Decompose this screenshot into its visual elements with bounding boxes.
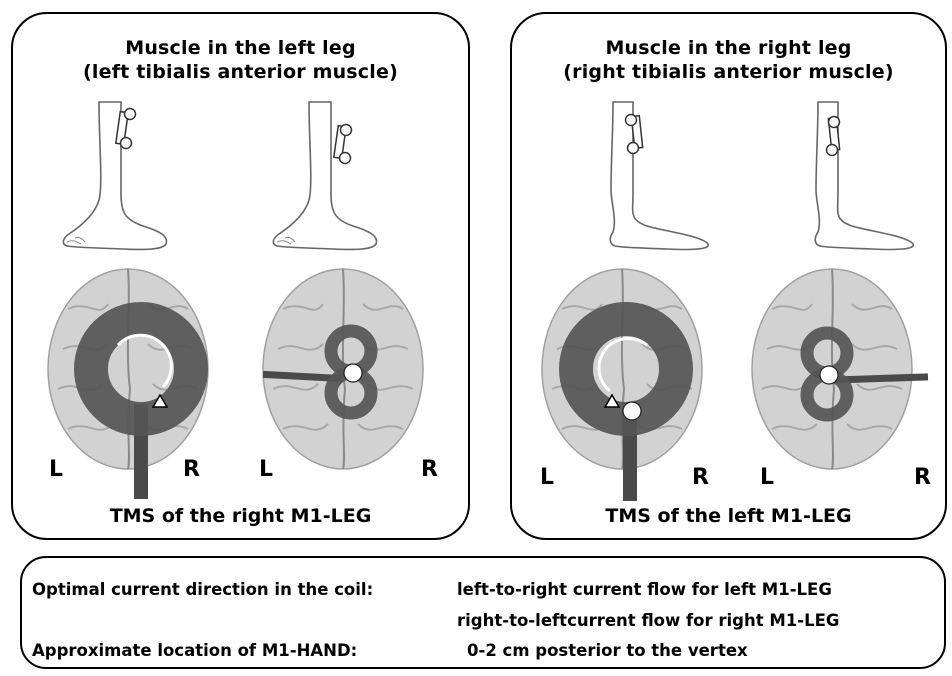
- right-leg-panel: Muscle in the right leg (right tibialis …: [510, 12, 947, 540]
- side-label-l-3: L: [540, 465, 554, 490]
- right-panel-caption: TMS of the left M1-LEG: [512, 505, 945, 527]
- side-label-l-1: L: [49, 457, 63, 482]
- left-leg-panel: Muscle in the left leg (left tibialis an…: [11, 12, 470, 540]
- summary-row3-value: 0-2 cm posterior to the vertex: [467, 641, 748, 660]
- right-leg-illustration-2: [815, 102, 913, 249]
- summary-row2-value: right-to-leftcurrent flow for right M1-L…: [457, 611, 839, 630]
- summary-row1-value: left-to-right current flow for left M1-L…: [457, 580, 832, 599]
- side-label-r-2: R: [421, 457, 438, 482]
- side-label-r-1: R: [183, 457, 200, 482]
- brain-illustration-2: [263, 269, 423, 469]
- side-label-l-2: L: [259, 457, 273, 482]
- right-panel-figure: L R L R: [512, 14, 949, 542]
- brain-illustration-4: [752, 269, 928, 469]
- summary-row1-label: Optimal current direction in the coil:: [32, 580, 373, 599]
- right-leg-illustration-1: [610, 102, 708, 249]
- side-label-r-4: R: [914, 465, 931, 490]
- summary-box: Optimal current direction in the coil: l…: [20, 556, 946, 669]
- left-leg-illustration-2: [273, 102, 376, 249]
- side-label-l-4: L: [760, 465, 774, 490]
- left-leg-illustration-1: [63, 102, 166, 249]
- left-panel-figure: L R L R: [13, 14, 472, 542]
- brain-illustration-3: [542, 269, 702, 501]
- left-panel-caption: TMS of the right M1-LEG: [13, 505, 468, 527]
- side-label-r-3: R: [692, 465, 709, 490]
- summary-row3-label: Approximate location of M1-HAND:: [32, 641, 357, 660]
